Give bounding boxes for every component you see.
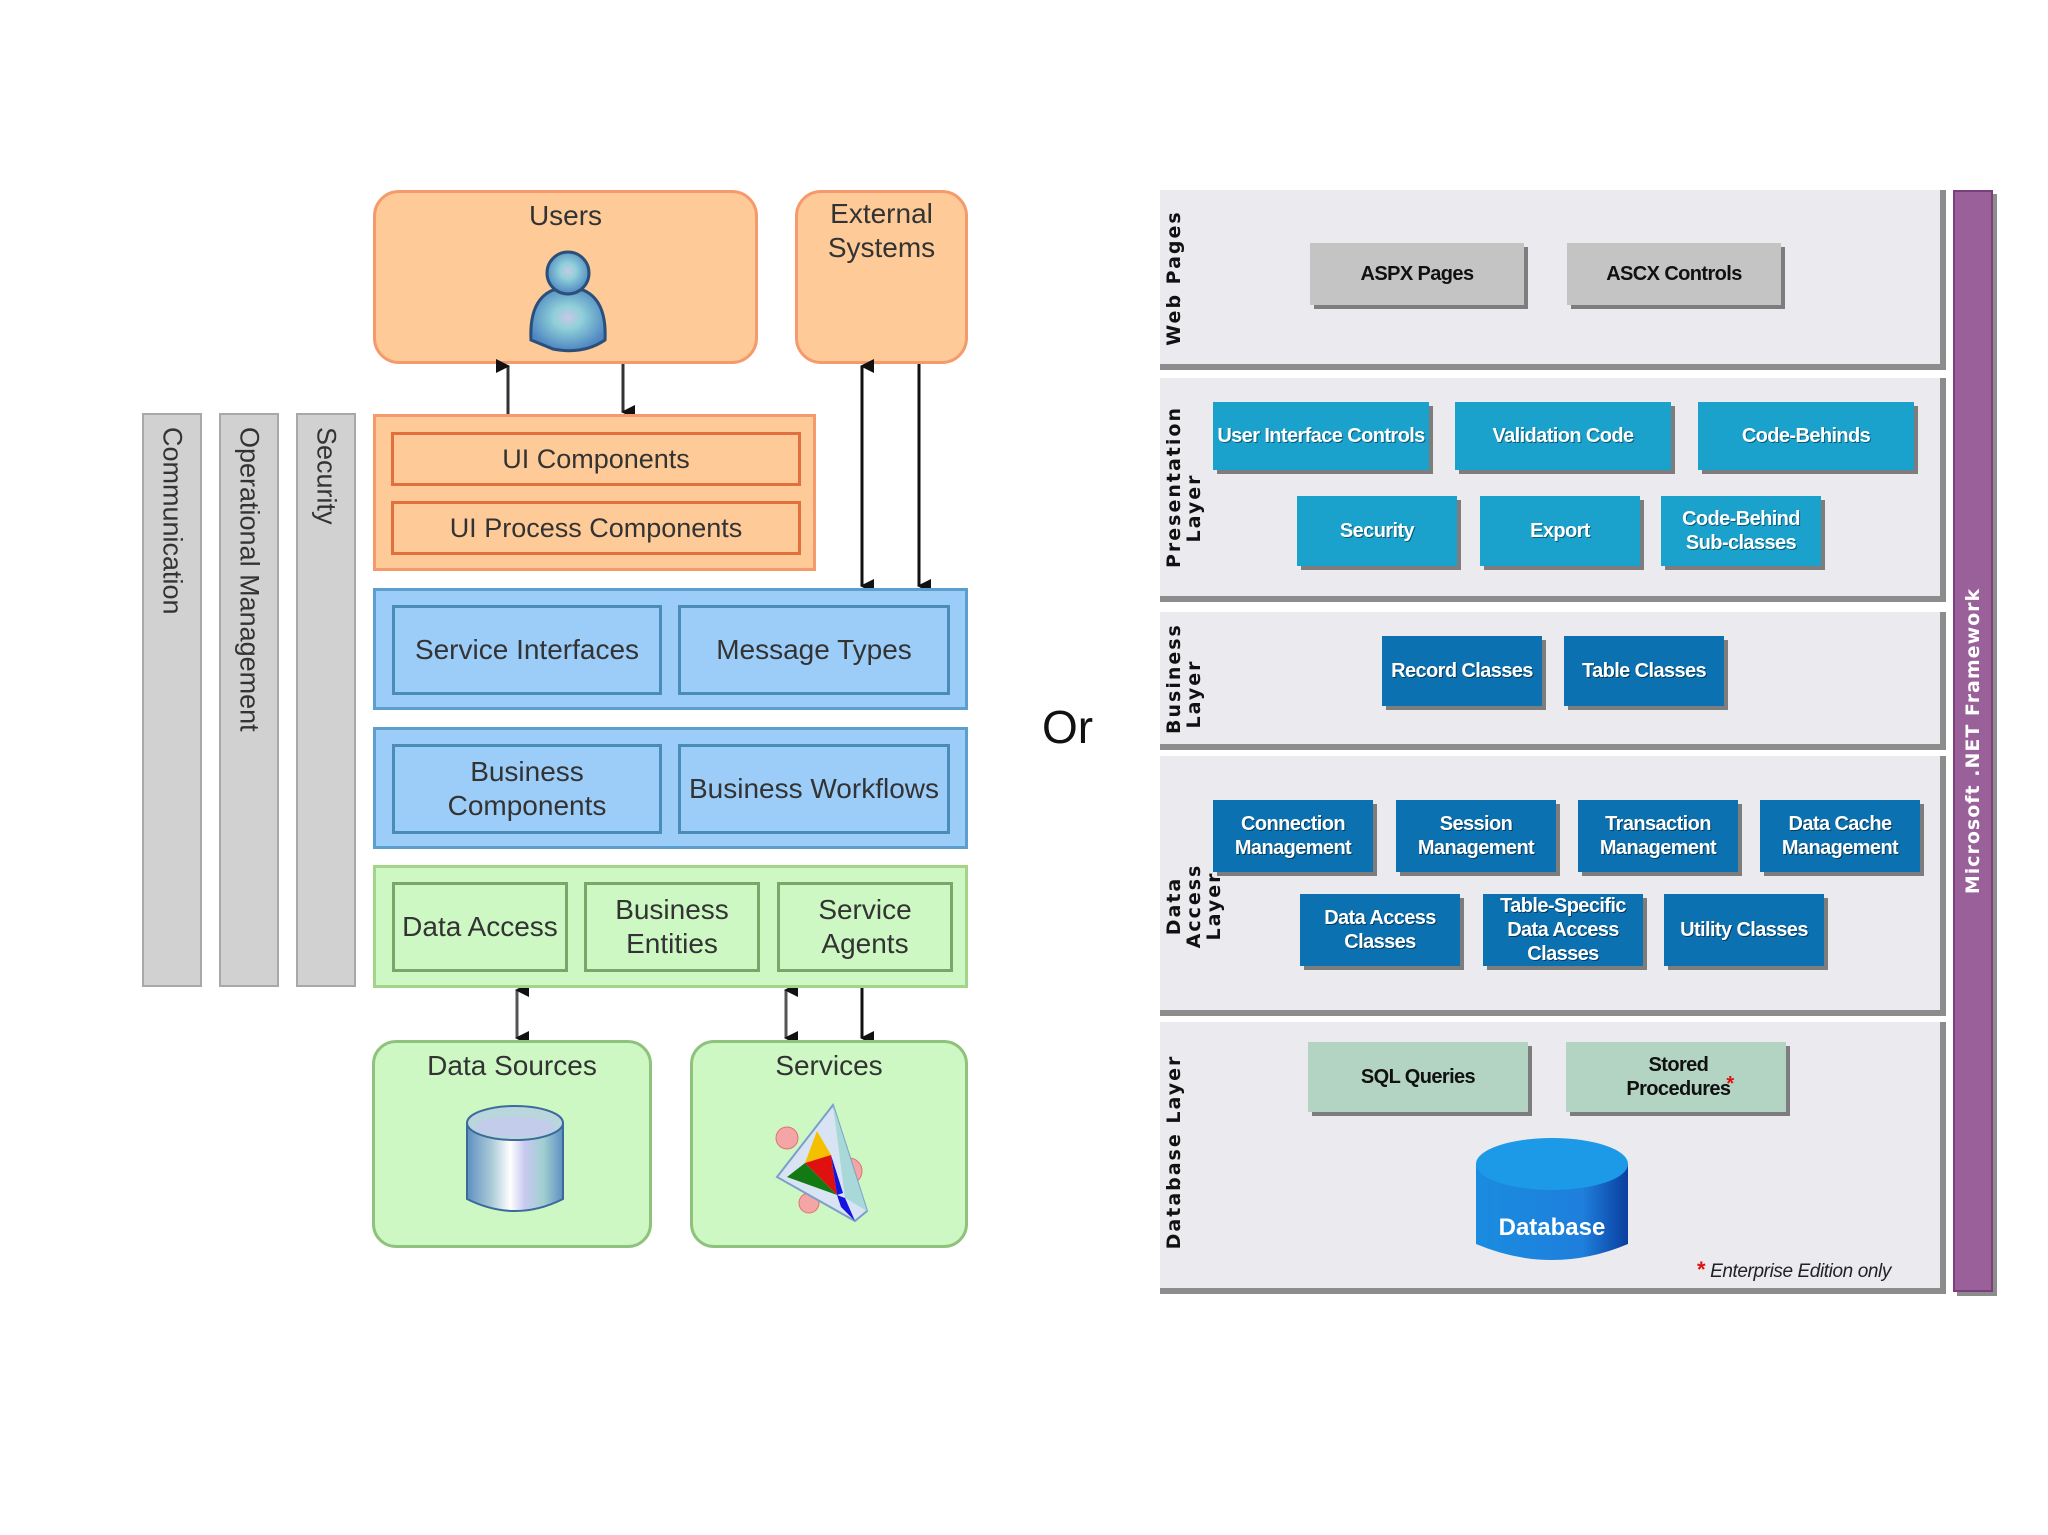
message-types: Message Types	[678, 605, 950, 695]
dotnet-framework-label: Microsoft .NET Framework	[1962, 587, 1984, 895]
table-specific-data-access-tile: Table-Specific Data Access Classes	[1483, 894, 1643, 966]
presentation-layer: Presentation Layer User Interface Contro…	[1160, 378, 1946, 602]
ascx-controls-tile: ASCX Controls	[1567, 243, 1781, 305]
connection-management-tile: Connection Management	[1213, 800, 1373, 872]
export-tile: Export	[1480, 496, 1640, 566]
user-icon	[529, 250, 607, 353]
connector-arrows	[496, 359, 931, 1045]
or-separator: Or	[1042, 701, 1094, 753]
data-cache-management-tile: Data Cache Management	[1760, 800, 1920, 872]
record-classes-tile: Record Classes	[1382, 636, 1542, 706]
database-label: Database	[1498, 1214, 1606, 1241]
ui-process-components: UI Process Components	[391, 501, 801, 555]
operational-management-bar: Operational Management	[219, 413, 279, 987]
business-layer-label: Business Layer	[1163, 623, 1205, 734]
data-access-classes-tile: Data Access Classes	[1300, 894, 1460, 966]
users-title: Users	[528, 200, 603, 231]
ui-components: UI Components	[391, 432, 801, 486]
ui-layer: UI Components UI Process Components	[373, 414, 816, 571]
services-box: Services	[690, 1040, 968, 1248]
communication-bar: Communication	[142, 413, 202, 987]
data-access-layer-panel: Data Access Layer Connection Management …	[1160, 756, 1946, 1016]
database-layer-panel: Database Layer SQL Queries Stored Proced…	[1160, 1022, 1946, 1294]
utility-classes-tile: Utility Classes	[1664, 894, 1824, 966]
business-entities: Business Entities	[584, 882, 760, 972]
presentation-layer-label: Presentation Layer	[1163, 388, 1205, 568]
security-tile: Security	[1297, 496, 1457, 566]
asterisk-marker: *	[1726, 1073, 1734, 1095]
data-access: Data Access	[392, 882, 568, 972]
external-systems-box: External Systems	[795, 190, 968, 364]
data-sources-title: Data Sources	[427, 1050, 597, 1081]
data-sources-box: Data Sources	[372, 1040, 652, 1248]
code-behinds-tile: Code-Behinds	[1698, 402, 1914, 470]
business-layer-panel: Business Layer Record Classes Table Clas…	[1160, 612, 1946, 750]
business-workflows: Business Workflows	[678, 744, 950, 834]
business-components: Business Components	[392, 744, 662, 834]
service-interfaces: Service Interfaces	[392, 605, 662, 695]
footnote: * Enterprise Edition only	[1697, 1257, 1891, 1283]
footnote-text: Enterprise Edition only	[1710, 1261, 1891, 1282]
business-layer-text: Business Layer	[1163, 623, 1205, 734]
web-pages-label: Web Pages	[1163, 210, 1185, 346]
database-cylinder-icon	[1476, 1138, 1628, 1260]
ui-controls-tile: User Interface Controls	[1213, 402, 1429, 470]
footnote-asterisk: *	[1697, 1257, 1706, 1282]
web-pages-layer: Web Pages ASPX Pages ASCX Controls	[1160, 190, 1946, 370]
database-icon	[466, 1105, 564, 1212]
users-box: Users	[373, 190, 758, 364]
stored-procedures-tile: Stored Procedures *	[1566, 1042, 1786, 1112]
stored-procedures-text: Stored Procedures	[1626, 1054, 1731, 1100]
aspx-pages-tile: ASPX Pages	[1310, 243, 1524, 305]
presentation-layer-text: Presentation Layer	[1163, 406, 1205, 568]
service-layer: Service Interfaces Message Types	[373, 588, 968, 710]
validation-code-tile: Validation Code	[1455, 402, 1671, 470]
database-layer-label: Database Layer	[1163, 1054, 1185, 1250]
transaction-management-tile: Transaction Management	[1578, 800, 1738, 872]
business-layer: Business Components Business Workflows	[373, 727, 968, 849]
sql-queries-tile: SQL Queries	[1308, 1042, 1528, 1112]
security-bar: Security	[296, 413, 356, 987]
data-layer: Data Access Business Entities Service Ag…	[373, 865, 968, 988]
session-management-tile: Session Management	[1396, 800, 1556, 872]
dotnet-framework-bar: Microsoft .NET Framework	[1953, 190, 1993, 1292]
external-systems-title: External Systems	[827, 198, 936, 263]
services-title: Services	[775, 1050, 883, 1081]
code-behind-subclasses-tile: Code-Behind Sub-classes	[1661, 496, 1821, 566]
service-agents: Service Agents	[777, 882, 953, 972]
service-prism-icon	[775, 1103, 869, 1223]
table-classes-tile: Table Classes	[1564, 636, 1724, 706]
